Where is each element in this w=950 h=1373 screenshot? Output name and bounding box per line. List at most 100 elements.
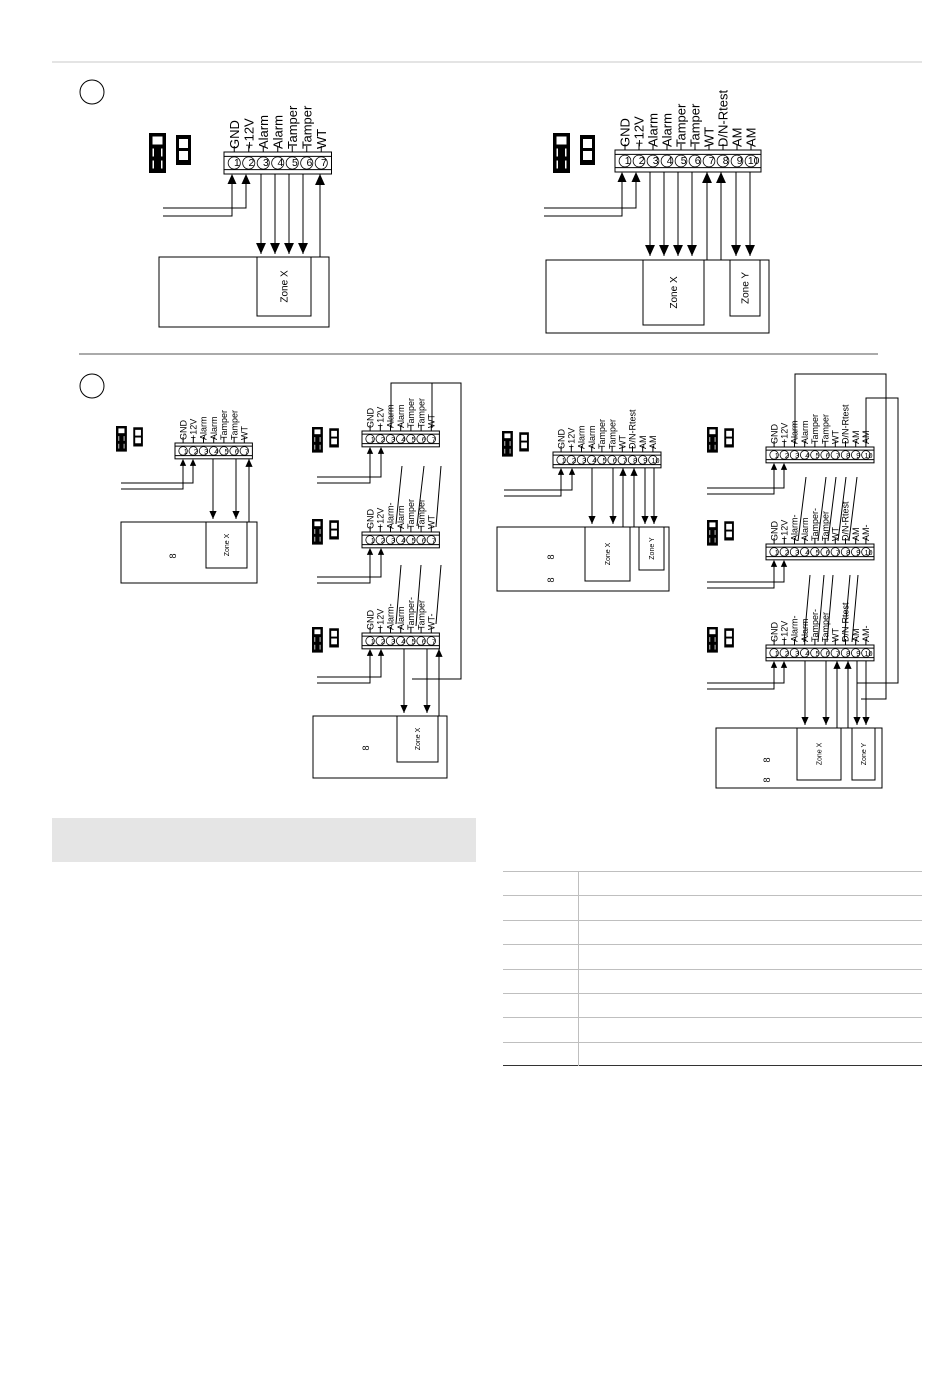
terminal-screw xyxy=(648,455,658,465)
terminal-number: 7 xyxy=(623,456,627,465)
terminal-screw xyxy=(314,156,328,170)
terminal-number: 7 xyxy=(432,435,436,444)
jumper-cap xyxy=(315,636,320,651)
terminal-label: Tamper- xyxy=(406,597,416,630)
terminal-number: 9 xyxy=(856,649,860,658)
jumper-pin xyxy=(313,520,322,528)
jumper-pin xyxy=(179,151,188,160)
daisy-chain-wire xyxy=(817,574,825,643)
terminal-screw xyxy=(198,446,209,456)
terminal-label: WT xyxy=(830,430,840,444)
control-panel-box xyxy=(312,715,448,779)
table-column-divider xyxy=(578,871,579,1067)
terminal-number: 5 xyxy=(225,447,229,456)
supply-wire-12v xyxy=(317,449,382,478)
jumper-pin xyxy=(503,432,512,440)
zone-label: Zone Y xyxy=(649,537,656,560)
arrow-up-icon xyxy=(568,467,576,475)
terminal-screw xyxy=(820,648,830,658)
terminal-number: 1 xyxy=(775,548,779,557)
terminal-number: 4 xyxy=(401,536,405,545)
terminal-screw xyxy=(426,636,436,646)
arrow-up-icon xyxy=(315,174,325,185)
terminal-screw xyxy=(810,648,820,658)
terminal-screw xyxy=(406,434,416,444)
terminal-number: 1 xyxy=(562,456,566,465)
terminal-screw xyxy=(396,434,406,444)
jumper-block-2pin xyxy=(519,432,529,452)
control-panel-box xyxy=(715,727,883,789)
loop-return-wire xyxy=(794,373,887,700)
terminal-screw xyxy=(396,535,406,545)
arrow-up-icon xyxy=(377,446,385,454)
supply-wire-gnd xyxy=(317,449,371,484)
arrow-up-icon xyxy=(227,174,237,184)
terminal-screw xyxy=(769,450,779,460)
terminal-number: 5 xyxy=(412,435,416,444)
panel-indicator: 8 xyxy=(762,757,772,762)
jumper-cap xyxy=(710,529,715,544)
terminal-label: Alarm- xyxy=(386,502,396,529)
terminal-label: GND xyxy=(227,120,242,149)
terminal-label: Tamper xyxy=(299,105,314,149)
terminal-number: 4 xyxy=(401,637,405,646)
terminal-label: +12V xyxy=(566,428,576,449)
terminal-label: Alarm xyxy=(800,420,810,444)
terminal-number: 2 xyxy=(785,649,789,658)
terminal-screw xyxy=(840,648,851,658)
terminal-label: Alarm xyxy=(396,505,406,529)
terminal-screw xyxy=(851,547,861,557)
terminal-screw xyxy=(830,547,840,557)
arrow-up-icon xyxy=(366,446,374,454)
zone-box xyxy=(638,526,665,571)
arrow-up-icon xyxy=(833,660,841,669)
arrow-down-icon xyxy=(862,717,870,725)
terminal-number: 5 xyxy=(816,548,820,557)
terminal-label: +12V xyxy=(779,520,789,541)
terminal-label: +12V xyxy=(779,423,789,444)
arrow-up-icon xyxy=(780,559,788,567)
jumper-pin xyxy=(331,630,337,637)
jumper-settings-icon xyxy=(707,627,734,653)
terminal-number: 3 xyxy=(204,447,208,456)
table-row xyxy=(503,1017,922,1041)
terminal-number: 4 xyxy=(214,447,218,456)
terminal-block: 1GND2+12V3Alarm4Alarm5Tamper6Tamper7WT8D… xyxy=(552,409,662,469)
terminal-label: WT xyxy=(702,127,717,147)
terminal-label: +12V xyxy=(375,407,385,428)
terminal-label: Tamper xyxy=(406,398,416,428)
terminal-number: 3 xyxy=(391,536,395,545)
terminal-label: AM xyxy=(638,436,648,450)
jumper-pin xyxy=(521,434,527,441)
arrow-down-icon xyxy=(209,511,217,519)
terminal-screw xyxy=(576,455,587,465)
terminal-screw xyxy=(789,547,800,557)
terminal-screw xyxy=(566,455,576,465)
supply-wire-gnd xyxy=(544,176,623,217)
terminal-number: 8 xyxy=(633,456,637,465)
terminal-number: 7 xyxy=(836,649,840,658)
terminal-label: Alarm xyxy=(256,115,271,149)
terminal-screw xyxy=(365,434,375,444)
terminal-label: Alarm xyxy=(577,425,587,449)
jumper-pin xyxy=(726,531,732,538)
jumper-settings-icon xyxy=(707,427,734,453)
zone-label: Zone X xyxy=(669,276,680,309)
terminal-number: 6 xyxy=(613,456,617,465)
terminal-label: Alarm xyxy=(660,113,675,147)
jumper-pin xyxy=(313,628,322,636)
terminal-screw xyxy=(779,450,789,460)
jumper-pin xyxy=(151,135,164,146)
terminal-number: 3 xyxy=(795,548,799,557)
specification-table xyxy=(503,871,922,1067)
terminal-block: 1GND2+12V3Alarm4Alarm5Tamper6Tamper7WT8D… xyxy=(765,404,875,464)
terminal-number: 5 xyxy=(292,158,298,169)
terminal-screw xyxy=(840,450,851,460)
terminal-screw xyxy=(861,648,871,658)
terminal-label: AM xyxy=(851,528,861,542)
jumper-pin xyxy=(726,438,732,445)
arrow-up-icon xyxy=(179,458,187,466)
terminal-label: Tamper xyxy=(229,410,239,440)
